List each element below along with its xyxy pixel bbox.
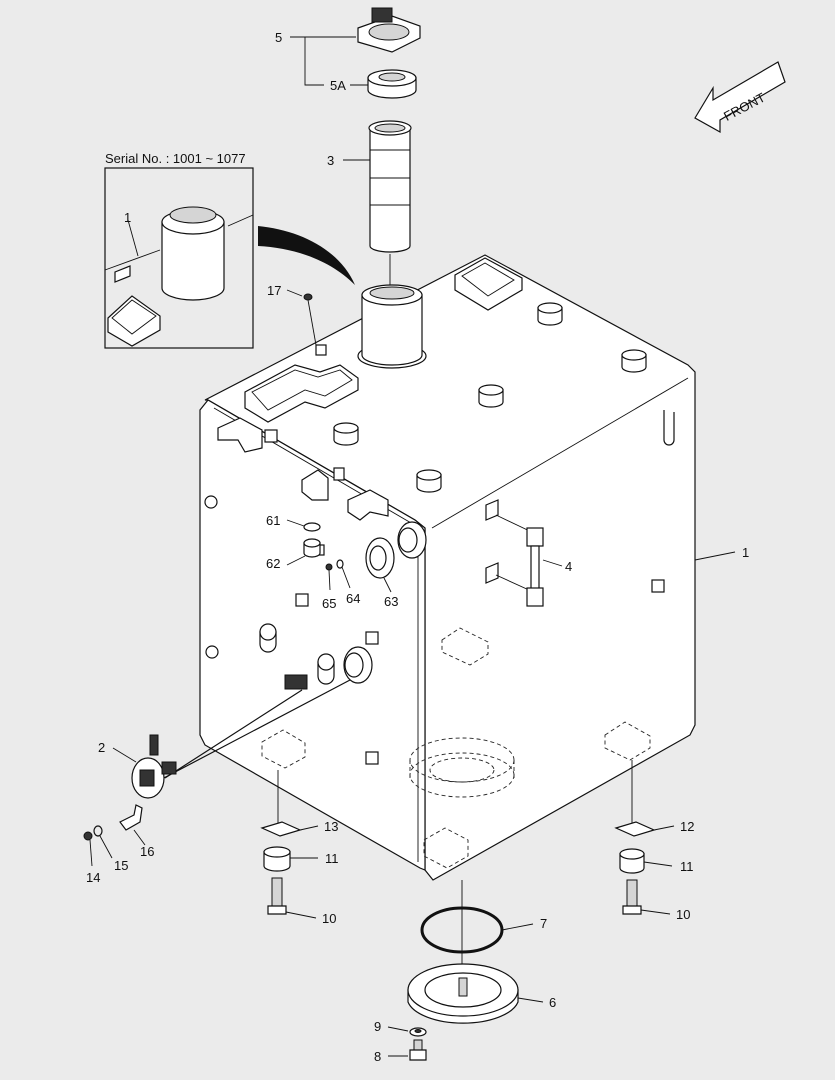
callout-16: 16 (140, 844, 154, 859)
top-bosses (333, 302, 647, 493)
part-strainer (368, 120, 412, 253)
callout-10-right: 10 (676, 907, 690, 922)
inset-flange (107, 295, 161, 347)
callout-12: 12 (680, 819, 694, 834)
callout-5a: 5A (330, 78, 346, 93)
callout-6: 6 (549, 995, 556, 1010)
front-arrow: FRONT (694, 61, 786, 134)
inset-serial-text: Serial No. : 1001 ~ 1077 (105, 151, 246, 166)
callout-9: 9 (374, 1019, 381, 1034)
callout-10-left: 10 (322, 911, 336, 926)
callout-63: 63 (384, 594, 398, 609)
part-13-shim-left (260, 821, 302, 837)
hydraulic-tank (199, 254, 696, 881)
callout-61: 61 (266, 513, 280, 528)
inset-leader-swoosh (258, 226, 355, 285)
callout-1: 1 (742, 545, 749, 560)
tank-filler-neck (357, 284, 427, 369)
callout-2: 2 (98, 740, 105, 755)
part-11-spacer-right (619, 848, 645, 874)
callout-15: 15 (114, 858, 128, 873)
part-16-bracket (119, 804, 146, 846)
callout-65: 65 (322, 596, 336, 611)
callout-4: 4 (565, 559, 572, 574)
part-14-bolt (83, 831, 93, 867)
part-level-sender (131, 679, 351, 799)
hidden-features (261, 627, 651, 869)
part-15-washer (93, 825, 113, 859)
callout-11-left: 11 (325, 851, 339, 866)
callout-62: 62 (266, 556, 280, 571)
part-65-bolt (325, 563, 333, 591)
inset-detail: Serial No. : 1001 ~ 1077 1 (104, 151, 254, 349)
inset-callout: 1 (124, 210, 131, 225)
inset-bracket (114, 265, 131, 283)
part-11-spacer-left (263, 846, 291, 872)
part-filler-cap (357, 7, 421, 53)
callout-13: 13 (324, 819, 338, 834)
callout-3: 3 (327, 153, 334, 168)
part-cap-ring (367, 69, 417, 99)
callout-7: 7 (540, 916, 547, 931)
part-17 (303, 293, 317, 346)
part-10-bolt-right (622, 879, 642, 915)
callout-64: 64 (346, 591, 360, 606)
callout-17: 17 (267, 283, 281, 298)
part-10-bolt-left (267, 877, 287, 915)
part-12-shim-right (614, 821, 656, 837)
part-9-washer (409, 1027, 427, 1037)
part-63-flange (365, 537, 395, 579)
part-64-washer (336, 559, 351, 589)
part-62-plug (303, 538, 321, 558)
part-6-cover (407, 963, 519, 1024)
callout-8: 8 (374, 1049, 381, 1064)
part-level-gauge (495, 514, 544, 607)
callout-5: 5 (275, 30, 282, 45)
callout-14: 14 (86, 870, 100, 885)
callout-11-right: 11 (680, 859, 694, 874)
part-8-bolt (409, 1039, 427, 1061)
inset-filler-neck (161, 206, 225, 301)
part-61-oring (303, 522, 321, 532)
